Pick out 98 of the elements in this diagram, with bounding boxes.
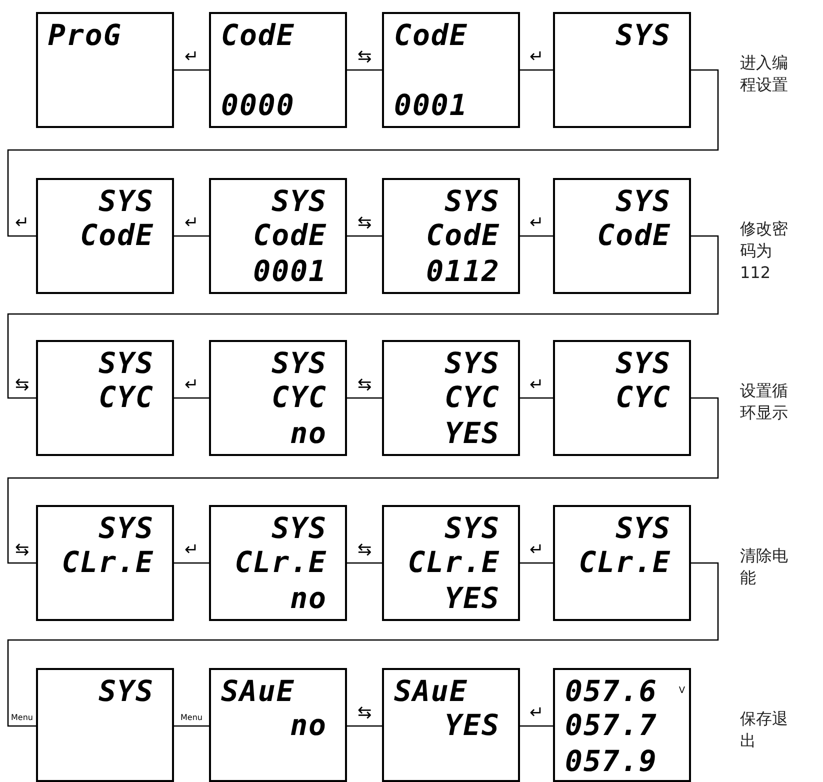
display-text: YES (444, 583, 500, 613)
display-screen (382, 668, 520, 782)
connector-line (347, 397, 382, 399)
edge-label: ⇆ (358, 542, 372, 559)
display-text: ProG (48, 20, 122, 50)
display-text: no (290, 418, 327, 448)
display-text: SYS (98, 186, 154, 216)
display-text: SYS (272, 186, 327, 216)
edge-label: ⇆ (358, 215, 372, 232)
display-text: CYC (616, 382, 671, 412)
connector-line (520, 397, 553, 399)
connector-line (347, 562, 382, 564)
connector-line (174, 725, 209, 727)
display-text: SYS (444, 513, 500, 543)
display-screen (209, 340, 347, 456)
display-text: CLr.E (408, 547, 500, 577)
display-text: CodE (426, 220, 500, 250)
display-text: CYC (444, 382, 500, 412)
display-text: CLr.E (62, 547, 154, 577)
connector-line (520, 235, 553, 237)
display-screen (36, 178, 174, 294)
display-screen (36, 12, 174, 128)
display-text: SAuE (221, 676, 295, 706)
display-text: 0001 (394, 90, 468, 120)
step-caption: 进入编程设置 (740, 52, 789, 96)
display-screen (36, 505, 174, 621)
connector-line (7, 397, 719, 564)
display-text: 057.9 (565, 746, 658, 776)
edge-label: Menu (180, 714, 202, 722)
connector-line (174, 235, 209, 237)
display-screen (209, 12, 347, 128)
display-screen (553, 178, 691, 294)
display-screen (553, 340, 691, 456)
connector-line (520, 725, 553, 727)
display-text: SYS (98, 676, 154, 706)
connector-line (347, 725, 382, 727)
display-screen (553, 12, 691, 128)
edge-label: Menu (11, 714, 33, 722)
display-screen (209, 668, 347, 782)
edge-label: ⇆ (15, 377, 30, 394)
connector-line (174, 562, 209, 564)
display-text: 0000 (221, 90, 295, 120)
step-caption: 清除电能 (740, 545, 789, 589)
connector-line (174, 397, 209, 399)
display-text: SYS (98, 348, 154, 378)
connector-line (174, 69, 209, 71)
display-text: CLr.E (234, 547, 327, 577)
step-caption: 保存退出 (740, 708, 789, 752)
display-text: SYS (272, 513, 327, 543)
display-screen (382, 178, 520, 294)
display-text: CodE (394, 20, 468, 50)
display-text: CodE (253, 220, 327, 250)
display-text: no (290, 583, 327, 613)
display-text: SYS (616, 186, 671, 216)
display-text: CLr.E (578, 547, 671, 577)
display-text: SYS (444, 348, 500, 378)
connector-line (7, 235, 719, 399)
connector-line (520, 562, 553, 564)
connector-line (347, 69, 382, 71)
display-text: 0112 (426, 256, 500, 286)
display-text: SYS (616, 20, 671, 50)
display-screen (209, 505, 347, 621)
display-text: CodE (221, 20, 295, 50)
display-screen (36, 668, 174, 782)
display-text: YES (444, 710, 500, 740)
unit-label: V (678, 686, 685, 696)
display-screen (553, 505, 691, 621)
display-screen (209, 178, 347, 294)
display-text: SYS (616, 348, 671, 378)
display-text: no (290, 710, 327, 740)
edge-label: ⇆ (358, 377, 372, 394)
display-text: SAuE (394, 676, 468, 706)
edge-label: ⇆ (15, 542, 30, 559)
connector-line (7, 562, 719, 727)
display-text: SYS (444, 186, 500, 216)
display-text: CodE (597, 220, 671, 250)
connector-line (347, 235, 382, 237)
display-screen (382, 505, 520, 621)
display-text: SYS (616, 513, 671, 543)
edge-label: ⇆ (358, 705, 372, 722)
step-caption: 修改密码为112 (740, 218, 789, 284)
display-screen (553, 668, 691, 782)
connector-line (520, 69, 553, 71)
display-text: CYC (98, 382, 154, 412)
display-text: CodE (80, 220, 154, 250)
display-text: 057.7 (565, 710, 658, 740)
display-text: 0001 (253, 256, 327, 286)
display-text: CYC (272, 382, 327, 412)
display-screen (382, 12, 520, 128)
display-text: SYS (98, 513, 154, 543)
display-text: SYS (272, 348, 327, 378)
step-caption: 设置循环显示 (740, 380, 789, 424)
edge-label: ⇆ (358, 49, 372, 66)
display-text: YES (444, 418, 500, 448)
display-text: 057.6 (565, 676, 658, 706)
connector-line (7, 69, 719, 237)
display-screen (382, 340, 520, 456)
display-screen (36, 340, 174, 456)
